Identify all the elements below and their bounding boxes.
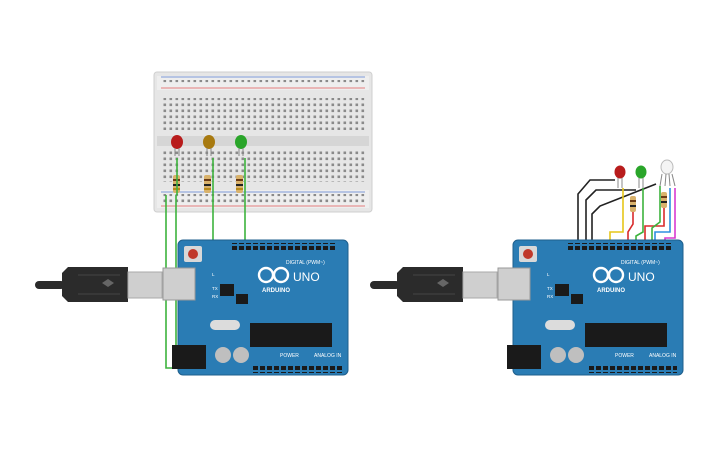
- resistor-icon[interactable]: [204, 175, 211, 193]
- analog-label: ANALOG IN: [314, 353, 342, 359]
- l-label: L: [212, 272, 215, 277]
- led-red-icon[interactable]: [614, 165, 626, 189]
- arduino-board-right[interactable]: ARDUINO UNO DIGITAL (PWM~) POWER ANALOG …: [497, 239, 684, 376]
- digital-label: DIGITAL (PWM~): [286, 260, 325, 266]
- breadboard[interactable]: [153, 71, 373, 213]
- led-yellow-icon[interactable]: [203, 135, 215, 156]
- led-green-icon[interactable]: [235, 135, 247, 156]
- usb-cable-left-icon[interactable]: [35, 267, 163, 302]
- resistor-icon[interactable]: [236, 175, 243, 193]
- tx-label: TX: [547, 286, 553, 291]
- brand-label: ARDUINO: [262, 288, 290, 294]
- model-label: UNO: [628, 270, 655, 284]
- power-label: POWER: [615, 353, 634, 359]
- rgb-led-icon[interactable]: [659, 159, 676, 187]
- usb-cable-right-icon[interactable]: [370, 267, 498, 302]
- resistor-icon[interactable]: [661, 192, 667, 208]
- power-label: POWER: [280, 353, 299, 359]
- brand-label: ARDUINO: [597, 288, 625, 294]
- model-label: UNO: [293, 270, 320, 284]
- rx-label: RX: [547, 294, 553, 299]
- digital-label: DIGITAL (PWM~): [621, 260, 660, 266]
- arduino-board-left[interactable]: ARDUINO UNO DIGITAL (PWM~) POWER ANALOG …: [162, 239, 349, 376]
- analog-label: ANALOG IN: [649, 353, 677, 359]
- wires-right[interactable]: [577, 179, 676, 250]
- tx-label: TX: [212, 286, 218, 291]
- rx-label: RX: [212, 294, 218, 299]
- led-red-icon[interactable]: [171, 135, 183, 156]
- led-green-icon[interactable]: [635, 165, 647, 189]
- resistor-icon[interactable]: [630, 196, 636, 212]
- l-label: L: [547, 272, 550, 277]
